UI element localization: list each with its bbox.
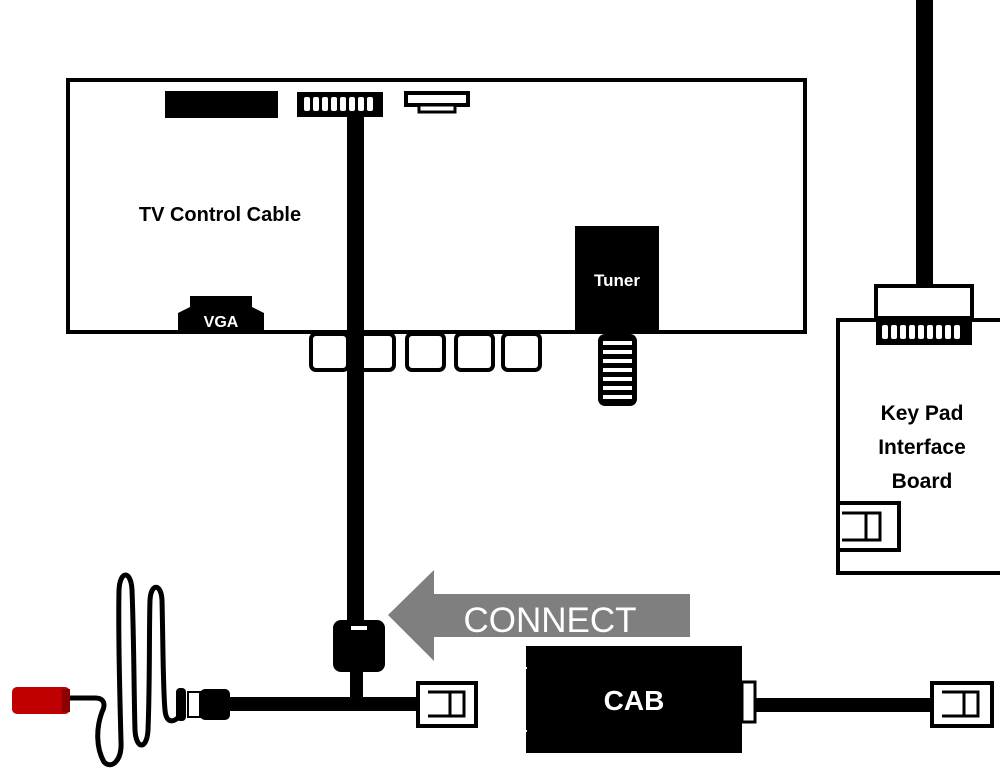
keypad-label-line-3: Board xyxy=(892,470,953,493)
rj-plug-right xyxy=(930,681,994,728)
board-button-row xyxy=(309,332,542,372)
bottom-cable-horizontal xyxy=(228,697,423,711)
coiled-cable-with-plug xyxy=(12,572,230,768)
keypad-interface-board: Key Pad Interface Board xyxy=(836,284,1000,575)
cable-strain-relief xyxy=(176,688,186,721)
vga-label: VGA xyxy=(204,314,239,331)
board-header-block xyxy=(165,91,278,118)
control-cable-vertical xyxy=(347,112,364,622)
tuner: Tuner xyxy=(575,226,659,332)
connect-label: CONNECT xyxy=(463,601,636,640)
connect-arrow: CONNECT xyxy=(388,570,690,661)
small-socket xyxy=(404,91,470,114)
tv-control-board: TV Control Cable VGA Tuner xyxy=(66,78,807,406)
rj-plug-left xyxy=(416,681,478,728)
cab-label: CAB xyxy=(604,685,665,716)
board-label: TV Control Cable xyxy=(139,204,301,226)
keypad-pin-header xyxy=(876,320,972,345)
inline-connector xyxy=(333,620,385,672)
tuner-threaded-connector xyxy=(598,334,637,406)
connector-stub xyxy=(350,670,363,700)
keypad-rj-jack xyxy=(836,501,901,552)
tuner-label: Tuner xyxy=(594,271,640,290)
right-cable-horizontal xyxy=(755,698,935,712)
red-plug xyxy=(12,687,70,714)
keypad-label-line-2: Interface xyxy=(878,436,966,459)
cab-module: CAB xyxy=(520,646,757,753)
keypad-label-line-1: Key Pad xyxy=(881,402,964,425)
pin-header-connector xyxy=(297,92,383,117)
keypad-cable-vertical xyxy=(916,0,933,288)
vga-port: VGA xyxy=(178,296,264,332)
